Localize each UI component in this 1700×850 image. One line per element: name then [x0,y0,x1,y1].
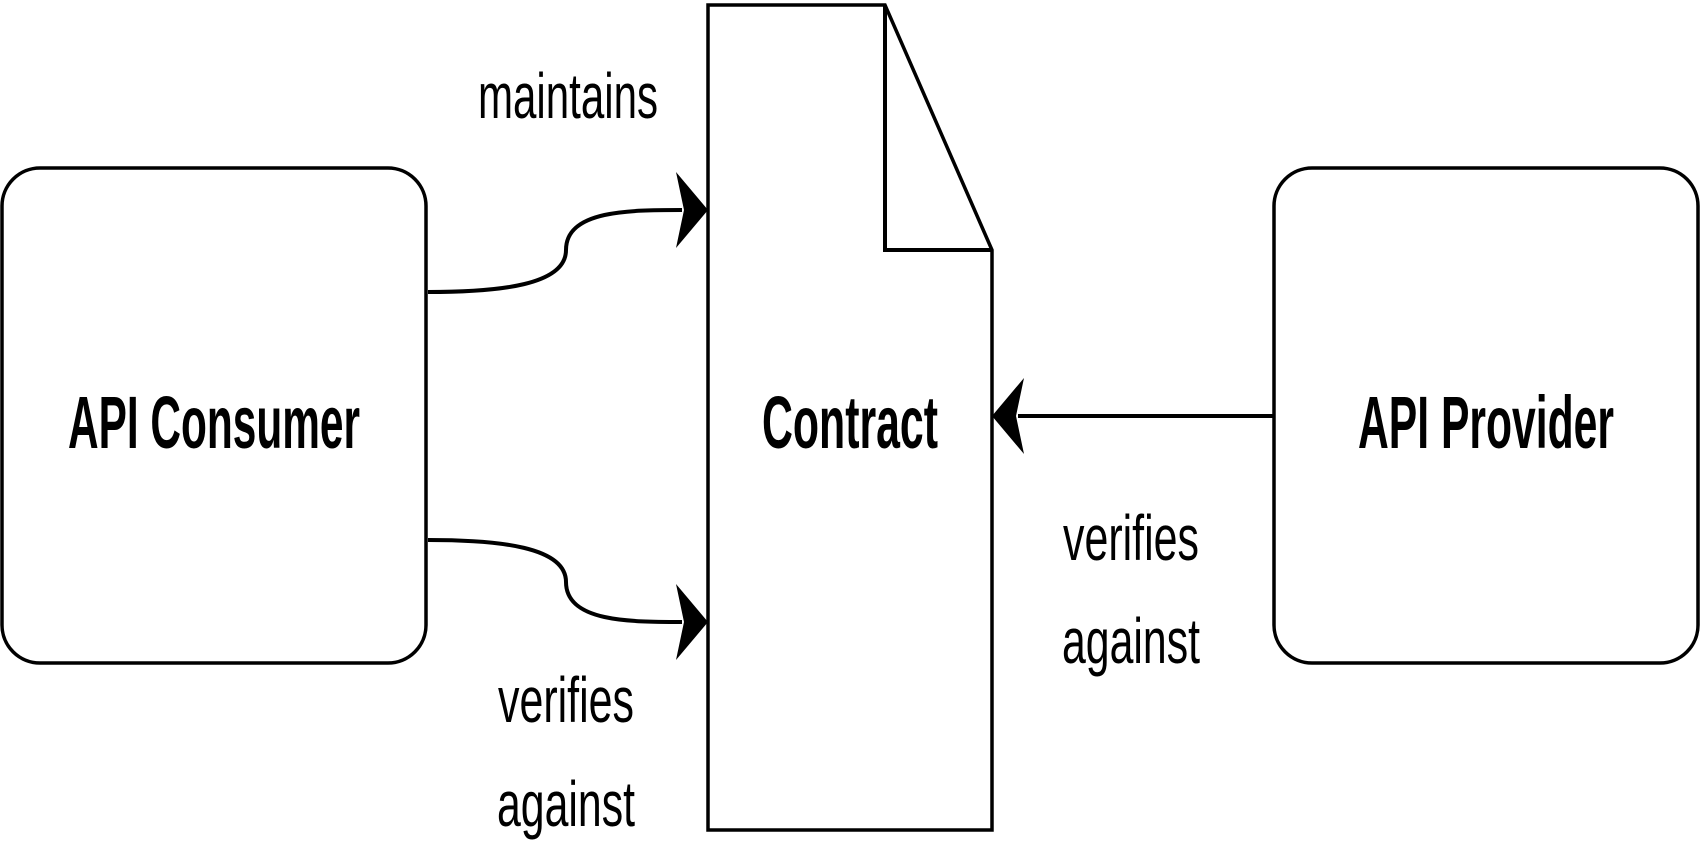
edge-consumer-verifies[interactable]: verifies against [427,538,708,840]
api-consumer-node[interactable]: API Consumer [0,166,428,665]
contract-label: Contract [762,381,938,464]
edge-consumer-verifies-arrowhead [676,584,708,660]
edge-provider-verifies-arrowhead [992,378,1024,454]
api-consumer-box [0,166,428,665]
edge-consumer-verifies-label-line2: against [497,768,635,840]
edge-maintains[interactable]: maintains [427,60,708,294]
edge-maintains-arrowhead [676,172,708,248]
edge-consumer-verifies-line [427,538,683,624]
edge-provider-verifies-label-line2: against [1062,605,1200,677]
edge-provider-verifies[interactable]: verifies against [992,378,1274,677]
api-consumer-label: API Consumer [68,381,360,464]
contract-fold [883,5,992,252]
api-provider-label: API Provider [1358,381,1614,464]
edge-provider-verifies-label-line1: verifies [1063,502,1199,574]
edge-maintains-label: maintains [478,60,658,132]
api-provider-node[interactable]: API Provider [1272,166,1700,665]
contract-document-shape [706,3,994,832]
edge-consumer-verifies-label-line1: verifies [498,664,634,736]
edge-maintains-line [427,208,683,294]
contract-node[interactable]: Contract [706,3,994,832]
